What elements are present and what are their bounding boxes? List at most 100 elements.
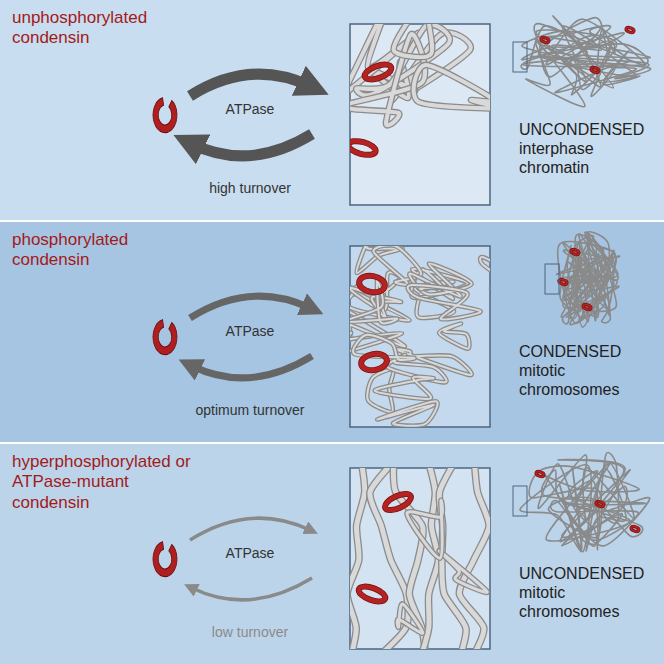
condensin-ring: [595, 501, 604, 508]
atpase-label: ATPase: [205, 101, 295, 118]
chromatin-fiber: [480, 257, 490, 289]
condensin-ring: [558, 279, 567, 286]
condensin-ring: [363, 62, 393, 83]
zoom-inset: [350, 246, 490, 427]
panel-ground: [0, 0, 664, 220]
condensin-ring: [360, 352, 388, 372]
condensin-ring: [570, 249, 579, 256]
condensin-ring: [625, 27, 634, 34]
chromatin-fiber-highlight: [394, 24, 463, 57]
chromatin-fiber-highlight: [407, 500, 442, 558]
condensin-icon: [153, 98, 177, 133]
chromatin-strand: [534, 19, 646, 65]
turnover-label: high turnover: [170, 180, 330, 197]
condensin-ring: [558, 279, 567, 286]
turnover-label: optimum turnover: [170, 402, 330, 419]
turnover-label: low turnover: [170, 624, 330, 641]
condensin-ring: [535, 471, 544, 478]
binding-arrow: [190, 74, 310, 96]
condensin-ring: [582, 304, 591, 311]
condensin-ring: [357, 584, 387, 605]
chromatin-strand: [546, 471, 631, 541]
chromosome-figure: [545, 232, 620, 327]
panel-illustration: [153, 452, 650, 662]
chromatin-fiber: [350, 281, 397, 324]
condensin-ring: [582, 304, 591, 311]
chromatin-fiber-highlight: [408, 285, 481, 319]
zoom-marker: [545, 264, 559, 294]
condensin-state-heading: unphosphorylated condensin: [12, 8, 197, 49]
chromatin-fiber-highlight: [459, 468, 489, 649]
condensin-ring: [360, 352, 388, 372]
panel-ground: [0, 222, 664, 442]
condition-panel: hyperphosphorylated or ATPase-mutant con…: [0, 444, 664, 664]
chromosome-figure: [513, 16, 651, 107]
chromatin-fiber-highlight: [375, 377, 434, 399]
chromatin-fiber: [377, 401, 437, 426]
chromatin-strand: [558, 242, 616, 324]
condensin-ring: [357, 584, 387, 605]
release-arrow: [192, 134, 312, 156]
atpase-label: ATPase: [205, 323, 295, 340]
chromatin-fiber: [459, 468, 489, 649]
chromatin-fiber: [439, 551, 487, 593]
chromatin-fiber: [375, 377, 434, 399]
chromatin-fiber: [408, 285, 481, 319]
panel-separator: [0, 220, 664, 222]
chromatin-strand: [564, 240, 596, 300]
chromatin-fiber: [394, 24, 463, 57]
condensin-ring: [630, 526, 639, 533]
chromatin-state-label: UNCONDENSED interphase chromatin: [519, 120, 653, 178]
release-arrow: [192, 578, 312, 600]
condition-panel: phosphorylated condensinATPase optimum tu…: [0, 222, 664, 442]
chromatin-fiber-highlight: [414, 65, 490, 109]
chromatin-fiber: [414, 65, 490, 109]
atpase-label: ATPase: [205, 545, 295, 562]
condensin-ring: [358, 274, 386, 294]
condensin-ring: [383, 491, 413, 514]
chromatin-state-label: UNCONDENSED mitotic chromosomes: [519, 564, 653, 622]
condensin-ring: [363, 62, 393, 83]
panel-ground: [0, 444, 664, 664]
chromatin-state-label: CONDENSED mitotic chromosomes: [519, 342, 653, 400]
condensin-ring: [350, 139, 377, 158]
condensin-icon: [153, 542, 177, 577]
chromatin-fiber: [407, 500, 442, 558]
condensin-ring: [383, 491, 413, 514]
chromatin-strand: [538, 18, 636, 77]
binding-arrow: [190, 296, 310, 318]
condensin-ring: [540, 37, 549, 44]
condensin-ring: [625, 27, 634, 34]
release-arrow: [192, 356, 312, 378]
binding-arrow: [190, 518, 310, 540]
condensin-ring: [350, 139, 377, 158]
condensin-ring: [535, 471, 544, 478]
chromosome-figure: [513, 452, 650, 551]
chromatin-fiber-highlight: [439, 551, 487, 593]
condensin-state-heading: hyperphosphorylated or ATPase-mutant con…: [12, 452, 197, 513]
condensin-ring: [630, 526, 639, 533]
condensin-icon: [153, 320, 177, 355]
condensin-state-heading: phosphorylated condensin: [12, 230, 197, 271]
chromatin-fiber: [439, 324, 469, 349]
condensin-ring: [540, 37, 549, 44]
chromatin-fiber: [397, 604, 423, 633]
chromatin-fiber-highlight: [377, 401, 437, 426]
condensin-ring: [590, 67, 599, 74]
chromatin-fiber: [350, 468, 365, 649]
panel-separator: [0, 442, 664, 444]
zoom-marker: [513, 486, 527, 516]
condensin-ring: [595, 501, 604, 508]
condition-panel: unphosphorylated condensinATPase high tur…: [0, 0, 664, 220]
zoom-marker: [513, 42, 527, 72]
condensin-ring: [590, 67, 599, 74]
chromatin-strand: [562, 256, 595, 319]
chromatin-fiber-highlight: [350, 468, 365, 649]
chromatin-strand: [570, 271, 609, 304]
chromatin-fiber-highlight: [480, 257, 490, 289]
chromatin-fiber-highlight: [397, 604, 423, 633]
chromatin-fiber-highlight: [350, 281, 397, 324]
condensin-ring: [570, 249, 579, 256]
condensin-ring: [358, 274, 386, 294]
